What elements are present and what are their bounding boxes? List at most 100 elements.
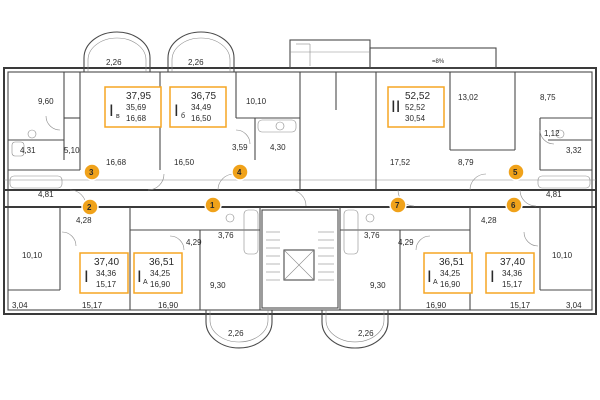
bottom-balconies	[205, 310, 389, 349]
apartment-card[interactable]: I 37,40 34,36 15,17	[79, 252, 129, 294]
marker-number: 3	[89, 168, 94, 177]
room-area: 13,02	[458, 93, 479, 102]
bathtub-icons	[9, 119, 591, 255]
room-area: 9,30	[210, 281, 226, 290]
room-area-labels: 2,26 2,26 9,60 4,31 5,10 16,68 16,50 10,…	[12, 58, 582, 338]
room-area: 16,50	[174, 158, 195, 167]
apartment-total-area: 36,75	[191, 91, 216, 102]
apartment-living-area: 34,36	[502, 269, 523, 278]
apartment-kitchen-area: 16,50	[191, 114, 212, 123]
apartment-card[interactable]: I А 36,51 34,25 16,90	[133, 252, 183, 294]
room-area: 8,75	[540, 93, 556, 102]
room-area: 17,52	[390, 158, 411, 167]
apartment-kitchen-area: 16,90	[440, 280, 461, 289]
apartment-living-area: 35,69	[126, 103, 147, 112]
apartment-type: I	[490, 267, 495, 286]
apartment-subtype: в	[116, 113, 120, 120]
apartment-kitchen-area: 15,17	[502, 280, 523, 289]
entrance-marker-6[interactable]: 6	[505, 196, 523, 214]
apartment-living-area: 34,25	[150, 269, 171, 278]
entrance-marker-1[interactable]: 1	[204, 196, 222, 214]
room-area: 15,17	[510, 301, 531, 310]
marker-badge	[389, 196, 407, 214]
apartment-type: I	[174, 101, 179, 120]
room-area: 16,90	[158, 301, 179, 310]
apartment-card[interactable]: I в 37,95 35,69 16,68	[104, 86, 162, 128]
marker-number: 7	[395, 201, 400, 210]
apartment-living-area: 34,36	[96, 269, 117, 278]
apartment-type: I	[427, 267, 432, 286]
apartment-card[interactable]: II 52,52 52,52 30,54	[387, 86, 445, 128]
room-area: 4,28	[76, 216, 92, 225]
marker-badge	[83, 163, 101, 181]
room-area: 10,10	[552, 251, 573, 260]
apartment-card[interactable]: I 37,40 34,36 15,17	[485, 252, 535, 294]
room-area: 3,76	[364, 231, 380, 240]
apartment-total-area: 52,52	[405, 91, 430, 102]
room-area: 5,10	[64, 146, 80, 155]
marker-badge	[231, 163, 249, 181]
entrance-marker-7[interactable]: 7	[389, 196, 407, 214]
apartment-living-area: 52,52	[405, 103, 426, 112]
apartment-total-area: 36,51	[149, 257, 174, 268]
apartment-kitchen-area: 16,90	[150, 280, 171, 289]
room-area: 16,90	[426, 301, 447, 310]
apartment-card[interactable]: I А 36,51 34,25 16,90	[423, 252, 473, 294]
entrance-marker-4[interactable]: 4	[231, 163, 249, 181]
marker-number: 2	[87, 203, 92, 212]
apartment-living-area: 34,49	[191, 103, 212, 112]
apartment-card[interactable]: I б 36,75 34,49 16,50	[169, 86, 227, 128]
apartment-kitchen-area: 15,17	[96, 280, 117, 289]
top-stair	[289, 39, 497, 69]
apartment-total-area: 37,40	[94, 257, 119, 268]
room-area: 4,30	[270, 143, 286, 152]
room-area: 2,26	[106, 58, 122, 67]
apartment-total-area: 37,40	[500, 257, 525, 268]
room-area: 3,32	[566, 146, 582, 155]
room-area: 4,29	[186, 238, 202, 247]
room-area: 9,30	[370, 281, 386, 290]
top-balconies	[83, 31, 235, 72]
marker-number: 6	[511, 201, 516, 210]
marker-number: 4	[237, 168, 242, 177]
entrance-marker-3[interactable]: 3	[83, 163, 101, 181]
apartment-subtype: А	[143, 279, 148, 286]
room-area: 4,29	[398, 238, 414, 247]
room-area: 3,04	[12, 301, 28, 310]
marker-badge	[507, 163, 525, 181]
room-area: 4,81	[546, 190, 562, 199]
room-area: 3,76	[218, 231, 234, 240]
marker-badge	[204, 196, 222, 214]
room-area: 10,10	[246, 97, 267, 106]
apartment-subtype: б	[181, 112, 185, 120]
room-area: 2,26	[188, 58, 204, 67]
apartment-kitchen-area: 30,54	[405, 114, 426, 123]
entrance-marker-5[interactable]: 5	[507, 163, 525, 181]
apartment-type: II	[391, 97, 400, 116]
room-area: 15,17	[82, 301, 103, 310]
apartment-type: I	[137, 267, 142, 286]
elevator-core	[261, 209, 339, 309]
room-area: 16,68	[106, 158, 127, 167]
apartment-total-area: 36,51	[439, 257, 464, 268]
apartment-living-area: 34,25	[440, 269, 461, 278]
ramp-slope-label: =8%	[432, 59, 445, 65]
apartment-subtype: А	[433, 279, 438, 286]
apartment-type: I	[84, 267, 89, 286]
room-area: 2,26	[358, 329, 374, 338]
room-area: 4,31	[20, 146, 36, 155]
room-area: 9,60	[38, 97, 54, 106]
marker-number: 5	[513, 168, 518, 177]
apartment-kitchen-area: 16,68	[126, 114, 147, 123]
marker-badge	[505, 196, 523, 214]
marker-number: 1	[210, 201, 215, 210]
room-area: 8,79	[458, 158, 474, 167]
room-area: 2,26	[228, 329, 244, 338]
room-area: 4,28	[481, 216, 497, 225]
entrance-marker-2[interactable]: 2	[81, 198, 99, 216]
apartment-total-area: 37,95	[126, 91, 151, 102]
interior-walls-top	[8, 72, 592, 190]
room-area: 3,59	[232, 143, 248, 152]
apartment-type: I	[109, 101, 114, 120]
